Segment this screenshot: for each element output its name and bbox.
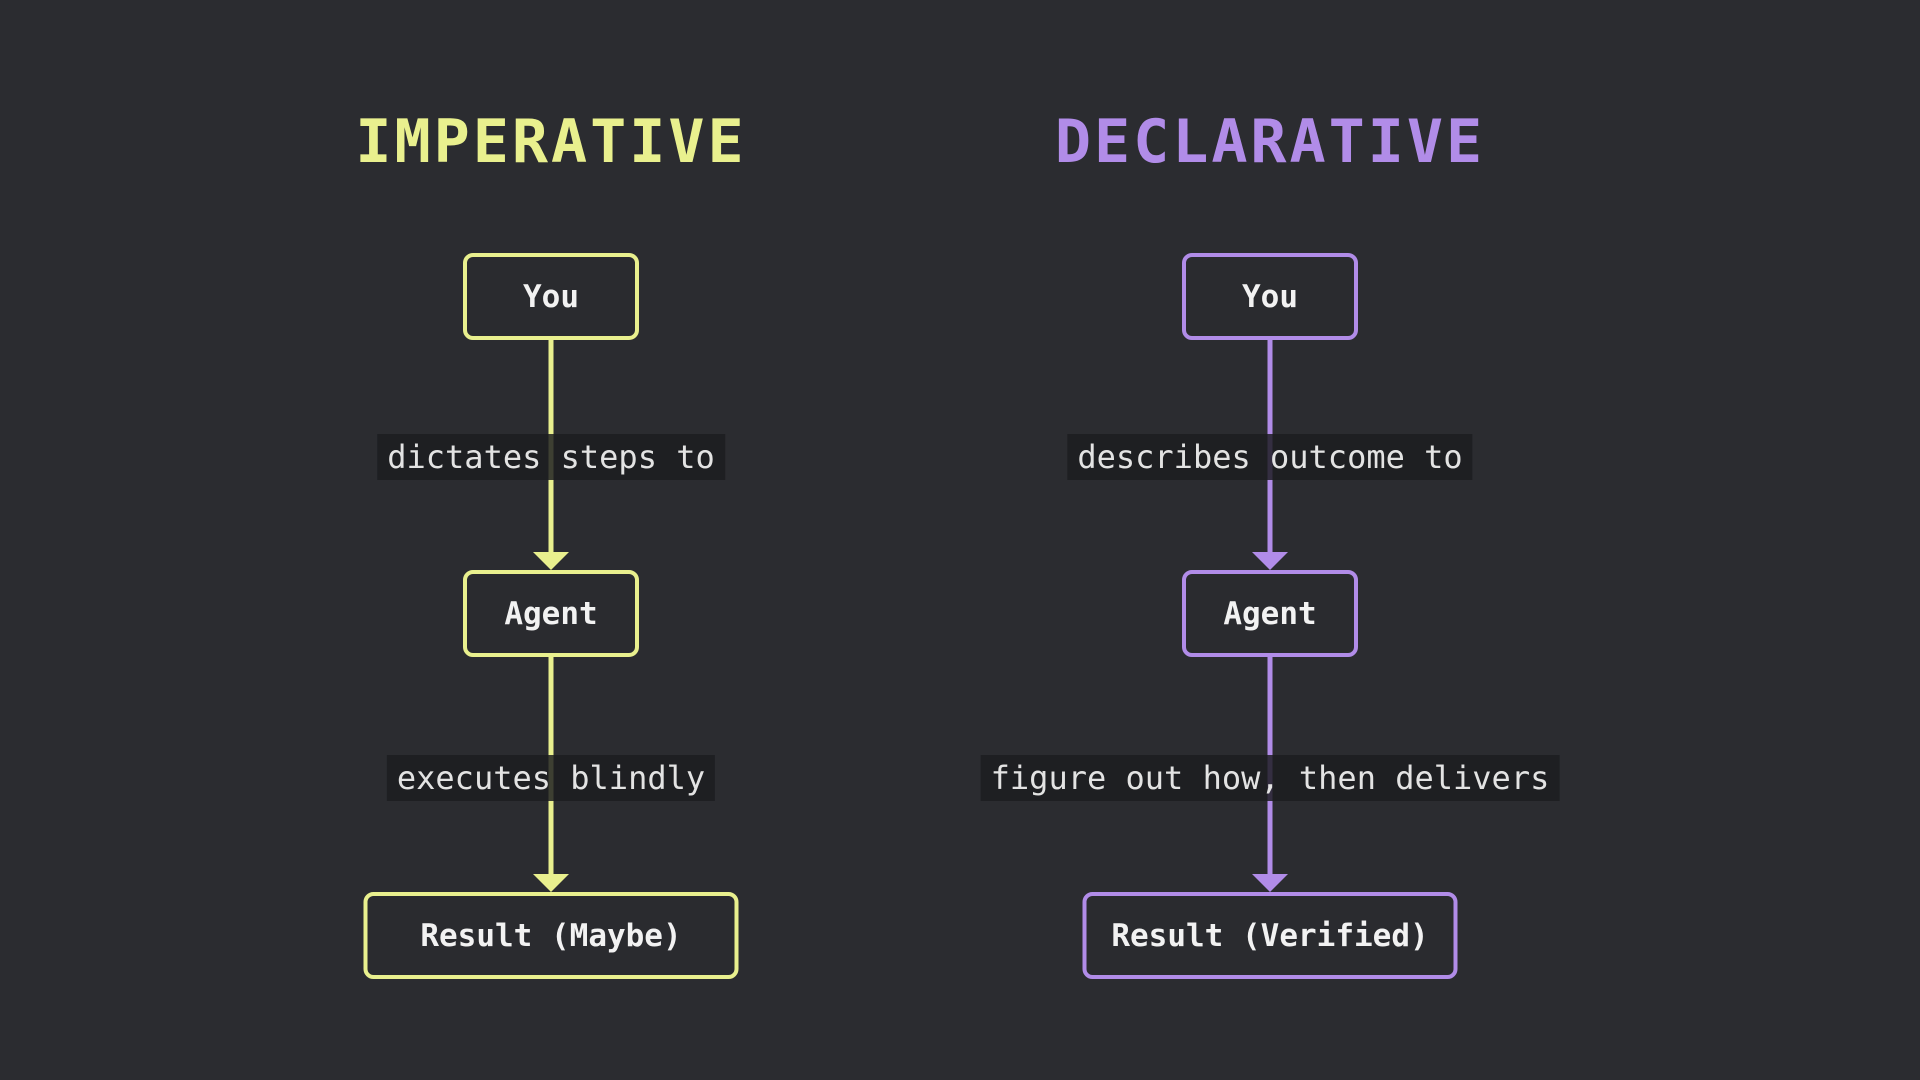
imperative-edge-2-label: executes blindly (386, 755, 716, 801)
imperative-title: IMPERATIVE (355, 107, 747, 177)
imperative-agent-node: Agent (463, 570, 639, 657)
declarative-title: DECLARATIVE (1054, 107, 1486, 177)
declarative-edge-2-label: figure out how, then delivers (980, 755, 1560, 801)
arrow-down-icon (533, 552, 569, 570)
declarative-edge-1-label: describes outcome to (1067, 434, 1473, 480)
declarative-result-node-label: Result (Verified) (1111, 917, 1429, 954)
imperative-result-node-label: Result (Maybe) (420, 917, 682, 954)
declarative-agent-node-label: Agent (1223, 595, 1317, 632)
imperative-edge-1-label: dictates steps to (377, 434, 725, 480)
arrow-down-icon (1252, 552, 1288, 570)
declarative-agent-node: Agent (1182, 570, 1358, 657)
arrow-down-icon (1252, 874, 1288, 892)
declarative-you-node-label: You (1242, 278, 1298, 315)
imperative-agent-node-label: Agent (504, 595, 598, 632)
imperative-you-node: You (463, 253, 639, 340)
declarative-result-node: Result (Verified) (1082, 892, 1458, 979)
imperative-result-node: Result (Maybe) (363, 892, 739, 979)
declarative-you-node: You (1182, 253, 1358, 340)
imperative-you-node-label: You (523, 278, 579, 315)
arrow-down-icon (533, 874, 569, 892)
